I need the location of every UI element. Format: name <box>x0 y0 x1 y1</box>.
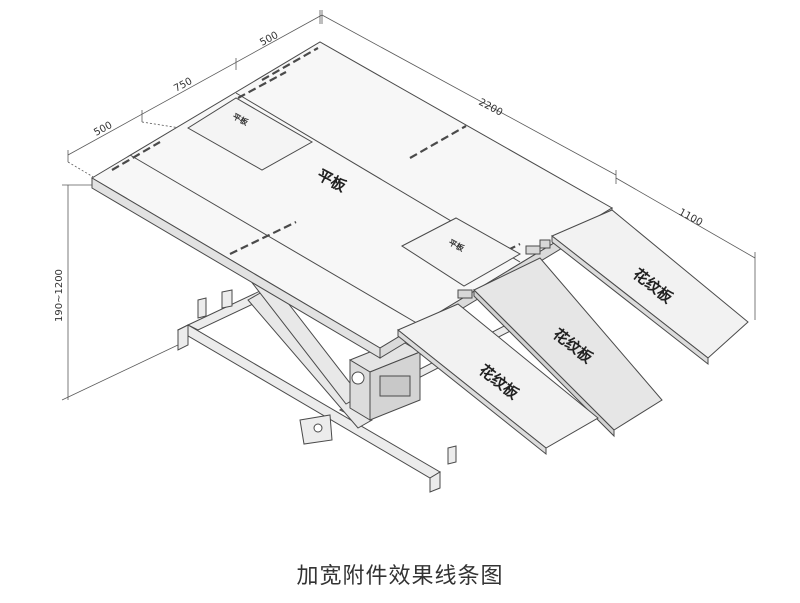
dim-2200: 2200 <box>477 97 505 119</box>
dimension-ramp-line <box>615 177 756 320</box>
dim-500-back: 500 <box>258 30 280 49</box>
dimension-width-lines <box>67 10 323 179</box>
caption: 加宽附件效果线条图 <box>296 564 504 589</box>
dim-height: 190~1200 <box>54 269 65 322</box>
dim-1100: 1100 <box>677 207 705 229</box>
dimension-length-line <box>321 10 617 184</box>
ramp-3 <box>551 209 749 366</box>
power-unit <box>348 339 422 421</box>
ramp-hinges <box>457 239 551 299</box>
ramp-2 <box>473 257 663 438</box>
ramp-1 <box>397 303 599 456</box>
